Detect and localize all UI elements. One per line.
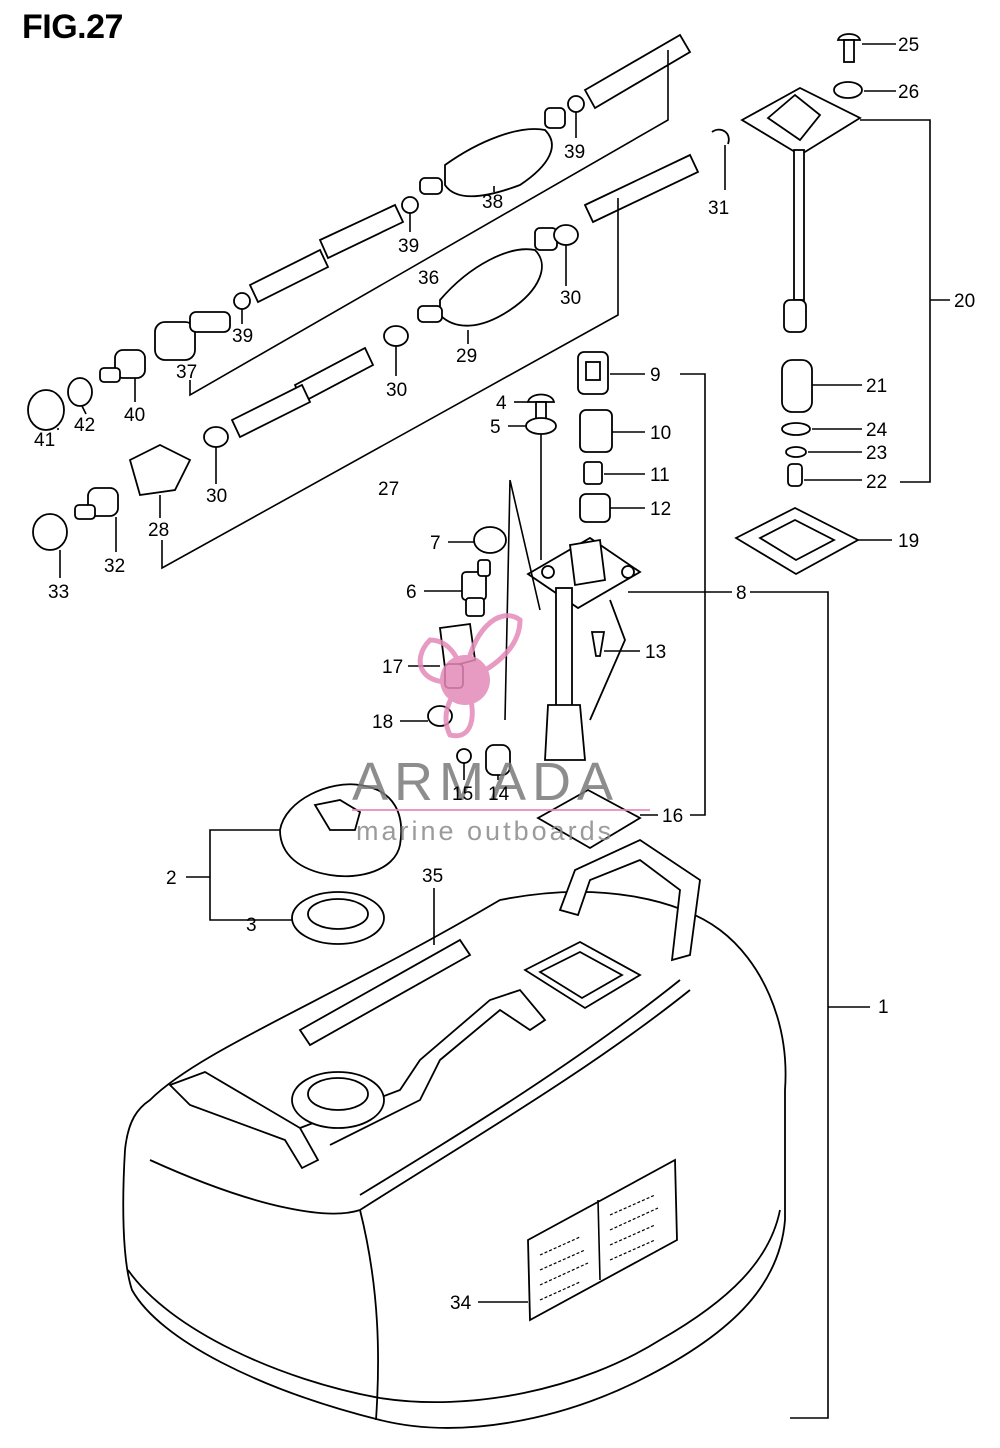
callout-15: 15	[452, 784, 473, 805]
callout-34: 34	[450, 1293, 472, 1314]
washer-7	[473, 526, 507, 554]
callout-4: 4	[496, 393, 507, 414]
washer-24	[781, 422, 811, 436]
callout-21: 21	[866, 376, 887, 397]
fuel-tank	[122, 838, 787, 1429]
callout-42: 42	[74, 415, 95, 436]
callout-32: 32	[104, 556, 125, 577]
callout-22: 22	[866, 472, 887, 493]
callout-1: 1	[878, 997, 889, 1018]
watermark-brand: ARMADA	[352, 752, 619, 812]
callout-5: 5	[490, 417, 501, 438]
callout-28: 28	[148, 520, 169, 541]
figure-title: FIG.27	[22, 8, 123, 46]
callout-33: 33	[48, 582, 69, 603]
callout-13: 13	[645, 642, 666, 663]
nut-33	[32, 513, 68, 551]
callout-39a: 39	[564, 142, 585, 163]
fuel-line-36	[154, 33, 692, 361]
callout-16: 16	[662, 806, 683, 827]
watermark-tagline: marine outboards	[356, 816, 614, 846]
callout-29: 29	[456, 346, 477, 367]
screw-25	[836, 33, 862, 63]
cap-gasket	[291, 891, 385, 945]
nut-41	[27, 389, 65, 431]
callout-37: 37	[176, 362, 197, 383]
callout-30a: 30	[560, 288, 581, 309]
callout-18: 18	[372, 712, 393, 733]
callout-14: 14	[488, 784, 510, 805]
fitting-32	[74, 487, 119, 520]
callout-11: 11	[650, 465, 670, 486]
callout-10: 10	[650, 423, 671, 444]
fitting-40	[99, 349, 146, 383]
gauge-seal-12	[579, 493, 611, 523]
callout-24: 24	[866, 420, 888, 441]
callout-2: 2	[166, 868, 177, 889]
vent-assembly	[740, 86, 862, 333]
gasket-19	[734, 506, 860, 576]
propeller-logo	[417, 613, 523, 739]
washer-5	[525, 417, 557, 435]
callout-27: 27	[378, 479, 399, 500]
plug-22	[787, 463, 803, 487]
callout-17: 17	[382, 657, 403, 678]
screw-13	[590, 631, 606, 657]
callout-36: 36	[418, 268, 439, 289]
gauge-cap-9	[577, 351, 609, 395]
washer-42	[67, 377, 93, 407]
callout-23: 23	[866, 443, 887, 464]
callout-3: 3	[246, 915, 257, 936]
callout-30b: 30	[386, 380, 407, 401]
callout-41: 41	[34, 430, 55, 451]
gauge-window-10	[579, 409, 613, 453]
callout-12: 12	[650, 499, 671, 520]
callout-9: 9	[650, 365, 661, 386]
washer-26	[833, 81, 863, 99]
leader-lines	[57, 43, 950, 1419]
callout-35: 35	[422, 866, 443, 887]
callout-38: 38	[482, 192, 503, 213]
callout-26: 26	[898, 82, 919, 103]
watermark: ARMADA marine outboards	[352, 613, 650, 846]
callout-30c: 30	[206, 486, 227, 507]
callout-25: 25	[898, 35, 919, 56]
callout-20: 20	[954, 291, 975, 312]
gauge-plate-11	[583, 461, 603, 485]
fuel-line-27	[128, 153, 700, 497]
clip-31	[711, 128, 730, 145]
washer-23	[785, 446, 807, 458]
callouts: 1 2 3 4 5 6 7 8 9 10 11 12 13 14 15 16 1…	[34, 35, 975, 1314]
callout-6: 6	[406, 582, 417, 603]
callout-7: 7	[430, 533, 441, 554]
callout-8: 8	[736, 583, 747, 604]
callout-40: 40	[124, 405, 145, 426]
callout-39c: 39	[232, 326, 253, 347]
fuel-cap	[279, 783, 403, 878]
valve-21	[781, 359, 813, 413]
gauge-assembly	[526, 536, 642, 761]
callout-31: 31	[708, 198, 729, 219]
callout-39b: 39	[398, 236, 419, 257]
gauge-gasket	[536, 788, 642, 850]
fitting-6	[461, 559, 491, 617]
callout-19: 19	[898, 531, 919, 552]
